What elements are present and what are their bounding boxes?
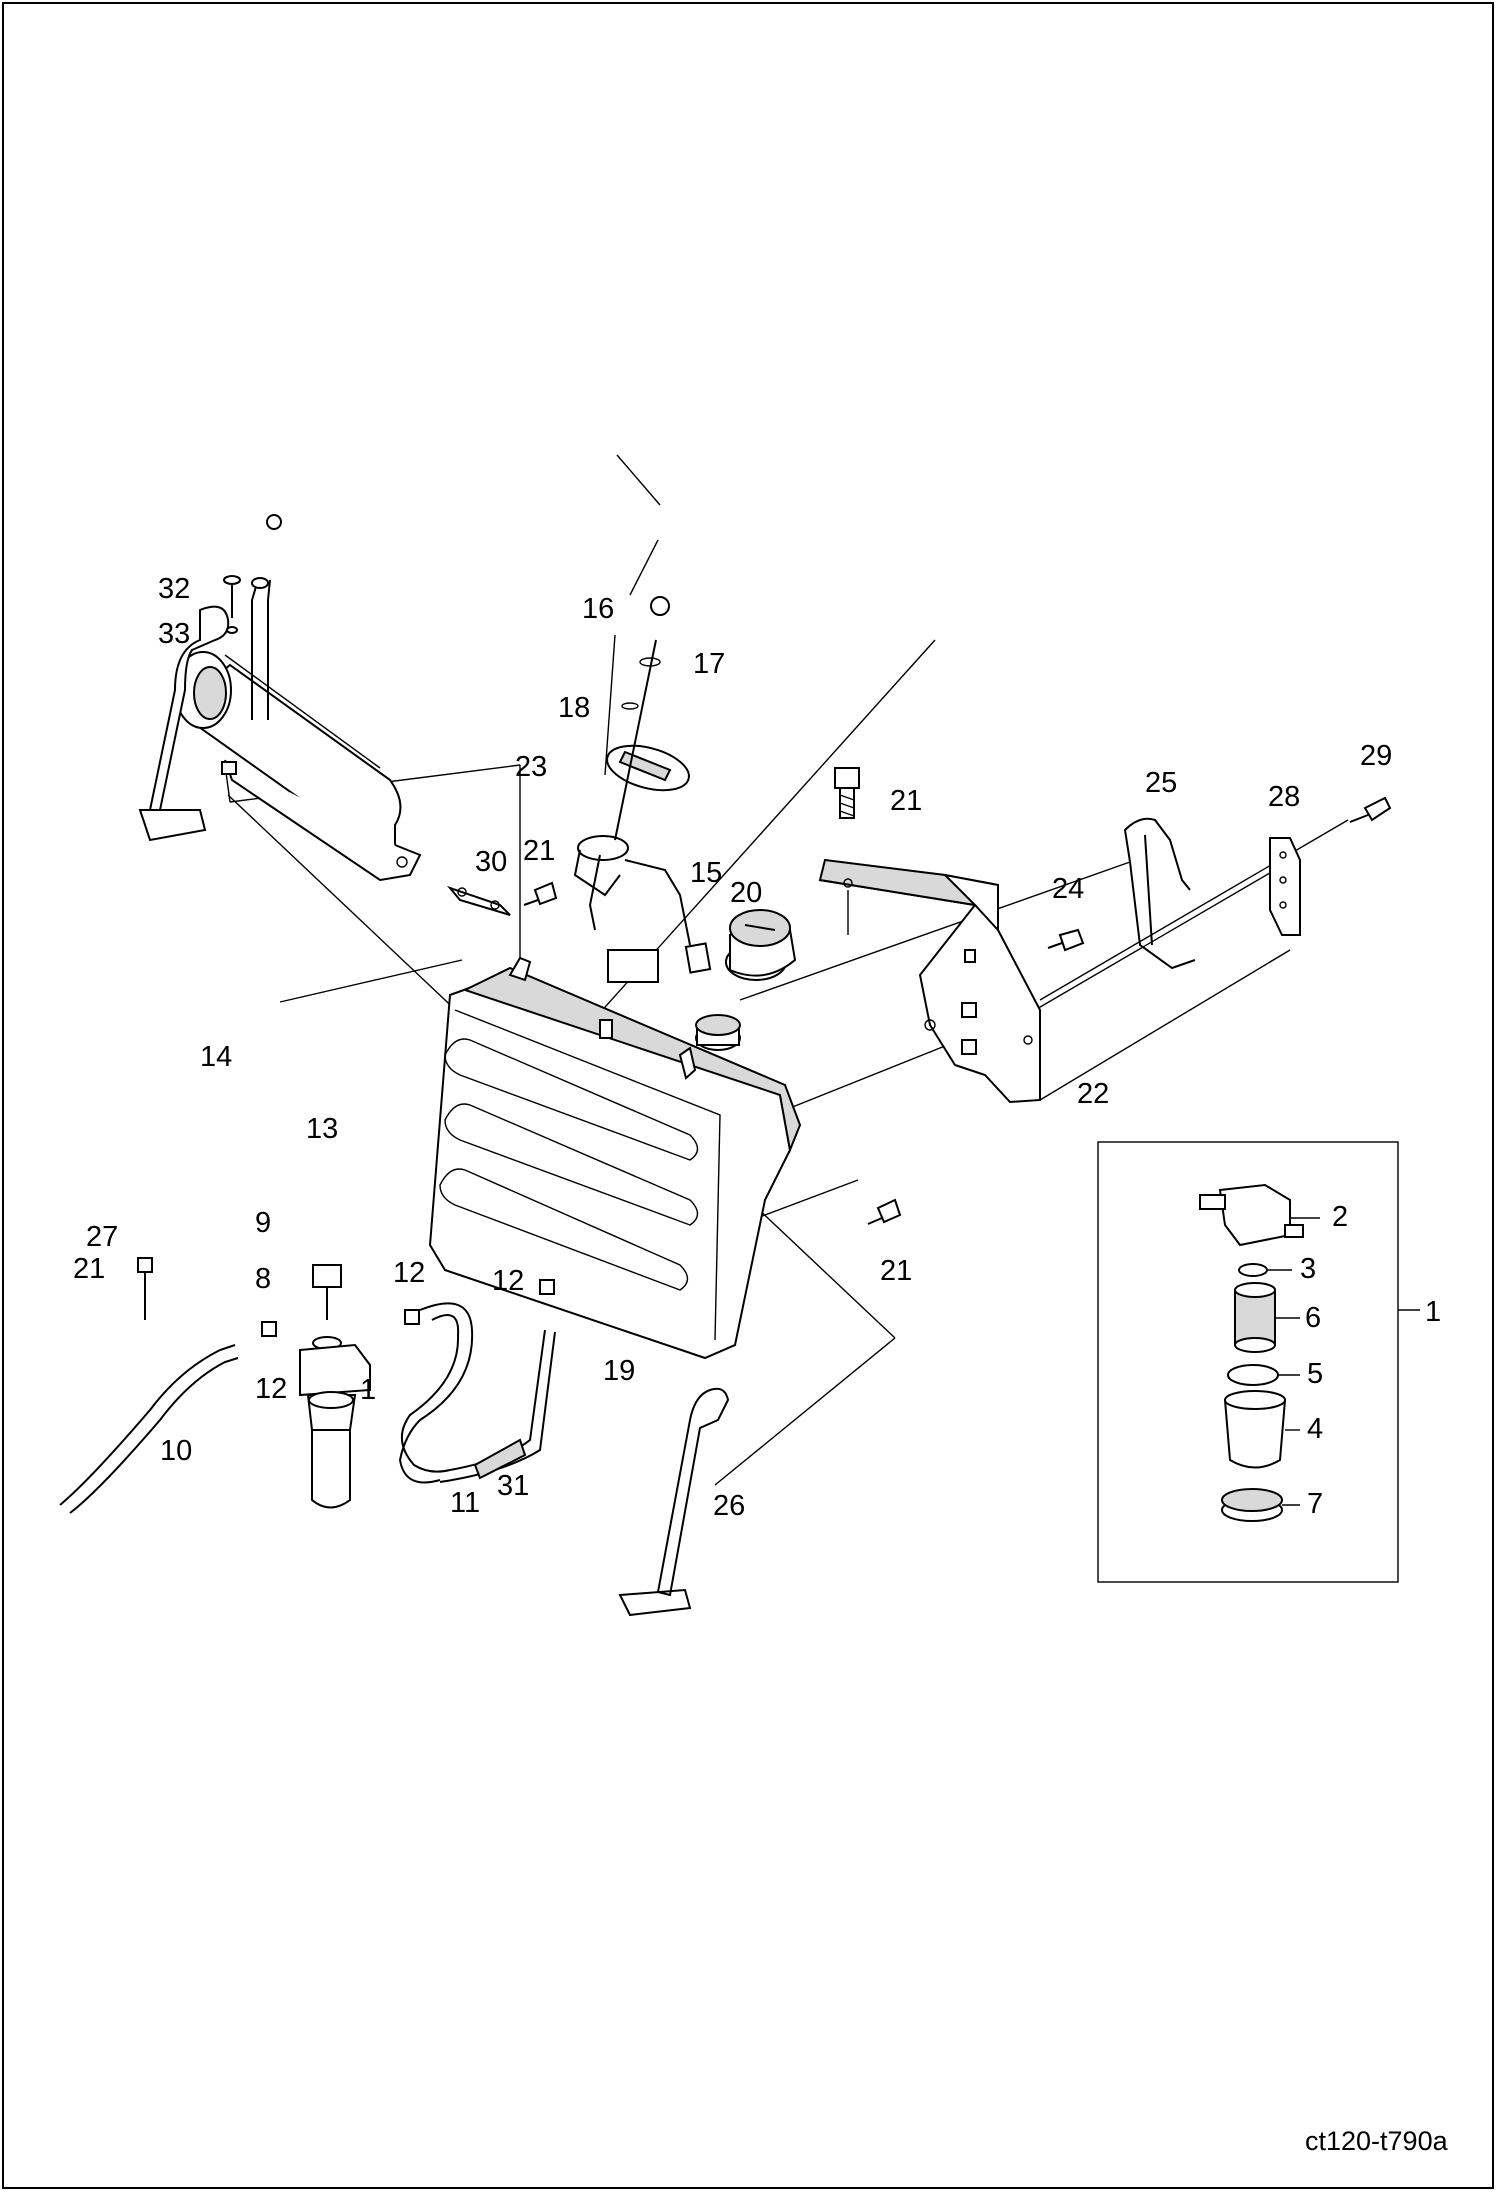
callout-31: 31 [497, 1470, 529, 1502]
callout-28: 28 [1268, 781, 1300, 813]
canister [173, 651, 422, 882]
callout-29: 29 [1360, 740, 1392, 772]
hose-11-31 [398, 1302, 556, 1484]
mounting-bracket [818, 858, 1041, 1104]
callout-2: 2 [1332, 1201, 1348, 1233]
rear-bracket [1269, 837, 1301, 936]
callout-33: 33 [158, 618, 190, 650]
callout-21-mid: 21 [523, 835, 555, 867]
callout-labels: 1 2 3 4 5 6 7 8 9 10 11 12 12 12 13 14 1… [73, 573, 1441, 1522]
bolt-24 [1047, 928, 1085, 952]
callout-12-a: 12 [255, 1373, 287, 1405]
callout-inset-1: 1 [1425, 1296, 1441, 1328]
callout-1: 1 [360, 1374, 376, 1406]
callout-4: 4 [1307, 1413, 1323, 1445]
callout-8: 8 [255, 1263, 271, 1295]
callout-12-c: 12 [492, 1265, 524, 1297]
fill-tube-26 [618, 1387, 730, 1617]
hold-down-strap [1123, 817, 1196, 970]
fuel-tank [428, 956, 802, 1360]
callout-16: 16 [582, 593, 614, 625]
callout-6: 6 [1305, 1302, 1321, 1334]
callout-26: 26 [713, 1490, 745, 1522]
callout-20: 20 [730, 877, 762, 909]
bolt-30-area [446, 881, 558, 916]
callout-7: 7 [1307, 1488, 1323, 1520]
callout-18: 18 [558, 692, 590, 724]
leader-lines [224, 454, 1349, 1486]
drawing-reference: ct120-t790a [1305, 2126, 1449, 2156]
bolt-upper [834, 767, 860, 819]
callout-13: 13 [306, 1113, 338, 1145]
callout-21-upper: 21 [890, 785, 922, 817]
callout-9: 9 [255, 1207, 271, 1239]
callout-24: 24 [1052, 873, 1084, 905]
fill-tube-27 [138, 605, 230, 842]
callout-5: 5 [1307, 1358, 1323, 1390]
callout-17: 17 [693, 648, 725, 680]
bolt-lower-right [867, 1198, 902, 1225]
callout-11: 11 [450, 1487, 480, 1519]
callout-23: 23 [515, 751, 547, 783]
callout-21-left: 21 [73, 1253, 105, 1285]
bolt-left [137, 1257, 153, 1320]
breather-hose [251, 514, 282, 720]
callout-21-lower-right: 21 [880, 1255, 912, 1287]
callout-12-b: 12 [393, 1257, 425, 1289]
callout-10: 10 [160, 1435, 192, 1467]
fuel-sender [573, 596, 712, 983]
callout-3: 3 [1300, 1253, 1316, 1285]
filler-cap [725, 909, 797, 981]
callout-15: 15 [690, 857, 722, 889]
callout-27: 27 [86, 1221, 118, 1253]
callout-22: 22 [1077, 1078, 1109, 1110]
screw-32 [223, 575, 241, 634]
callout-30: 30 [475, 846, 507, 878]
callout-25: 25 [1145, 767, 1177, 799]
callout-32: 32 [158, 573, 190, 605]
hose-10 [59, 1344, 239, 1514]
callout-19: 19 [603, 1355, 635, 1387]
callout-14: 14 [200, 1041, 232, 1073]
bolt-29 [1349, 796, 1392, 823]
clamps [261, 1279, 555, 1337]
filter-detail-inset [1097, 1141, 1420, 1583]
fuel-filter-main [299, 1264, 371, 1509]
